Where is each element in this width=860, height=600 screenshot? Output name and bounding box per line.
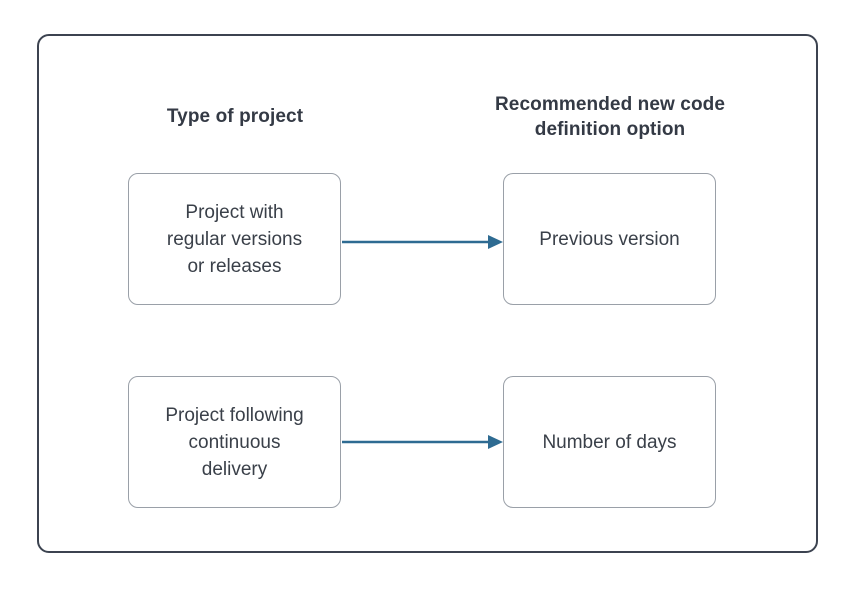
node-label-line3: delivery	[201, 458, 268, 480]
node-label: Previous version	[539, 228, 680, 250]
column-heading-type-of-project: Type of project	[90, 104, 380, 129]
column-heading-left-text: Type of project	[166, 106, 304, 127]
node-label: Project with regular versions or release…	[167, 199, 302, 280]
node-project-following-continuous-delivery[interactable]: Project following continuous delivery	[128, 376, 341, 508]
node-label-line3: or releases	[187, 255, 282, 277]
node-label-line2: continuous	[188, 431, 281, 453]
column-heading-recommended-option: Recommended new code definition option	[465, 92, 755, 142]
node-label-line1: Project following	[165, 404, 304, 426]
node-label-line1: Project with	[185, 201, 284, 223]
column-heading-right-line2: definition option	[534, 119, 686, 140]
node-project-with-regular-versions[interactable]: Project with regular versions or release…	[128, 173, 341, 305]
node-label-line2: regular versions	[166, 228, 303, 250]
node-previous-version[interactable]: Previous version	[503, 173, 716, 305]
column-heading-right-line1: Recommended new code	[494, 94, 726, 115]
node-number-of-days[interactable]: Number of days	[503, 376, 716, 508]
node-label: Number of days	[542, 431, 677, 453]
node-label: Project following continuous delivery	[165, 402, 303, 483]
